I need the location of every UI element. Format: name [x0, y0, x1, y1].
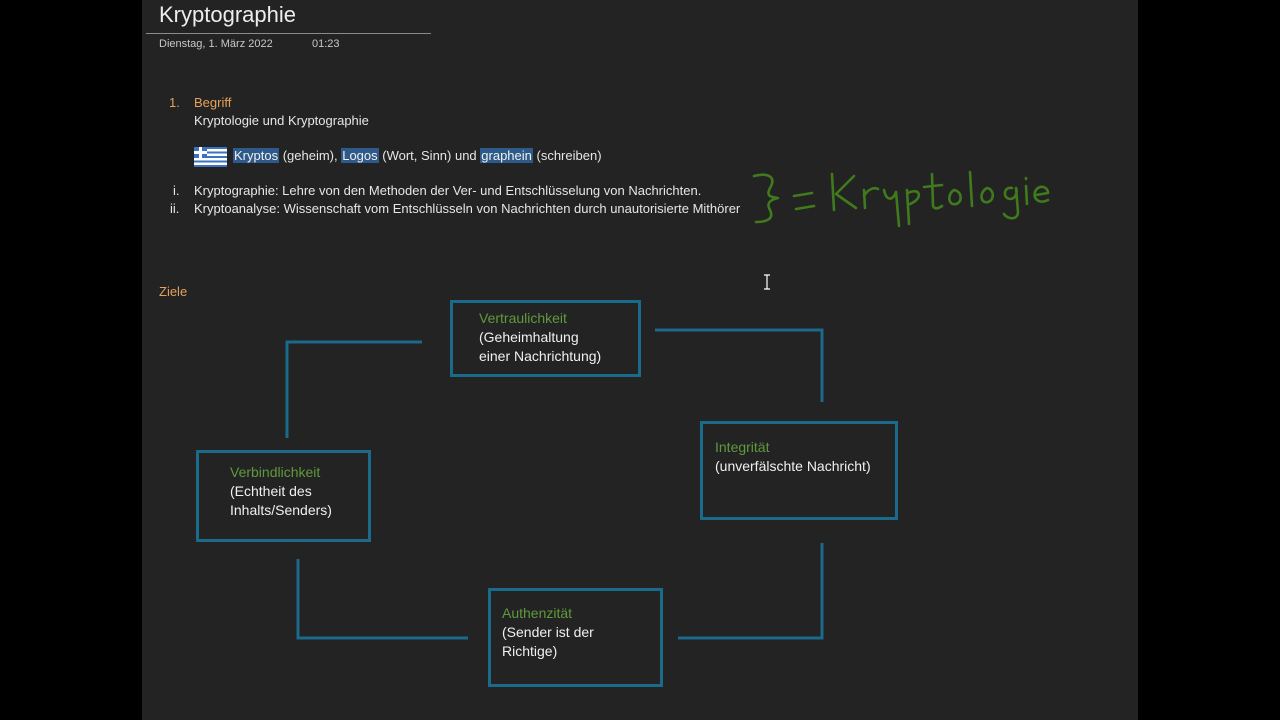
connector-verbindlichkeit-vertraulichkeit: [285, 340, 422, 438]
goal-title: Integrität: [715, 439, 770, 455]
page-time: 01:23: [312, 38, 340, 50]
letter-r-stroke: [862, 186, 880, 210]
goal-box-authenzitaet[interactable]: Authenzität (Sender ist der Richtige): [488, 588, 663, 687]
text-cursor-icon: [764, 274, 770, 290]
letter-y-stroke: [882, 188, 901, 228]
equals-stroke: [792, 191, 816, 211]
page-date: Dienstag, 1. März 2022: [159, 38, 273, 50]
list-item-kryptographie[interactable]: Kryptographie: Lehre von den Methoden de…: [194, 183, 702, 198]
meaning-text: (geheim),: [279, 148, 342, 163]
goal-box-vertraulichkeit[interactable]: Vertraulichkeit (Geheimhaltung einer Nac…: [450, 300, 641, 377]
section-heading-ziele[interactable]: Ziele: [159, 284, 188, 299]
letter-K-stroke: [830, 172, 858, 212]
letter-o2-stroke: [980, 186, 995, 204]
section-heading-begriff[interactable]: Begriff: [194, 95, 232, 110]
greece-flag-icon: [194, 147, 227, 167]
goal-description: einer Nachrichtung): [479, 348, 602, 364]
goal-title: Vertraulichkeit: [479, 310, 567, 326]
meaning-text: (schreiben): [532, 148, 602, 163]
section-subheading[interactable]: Kryptologie und Kryptographie: [194, 113, 369, 128]
meaning-text: (Wort, Sinn) und: [378, 148, 481, 163]
connector-authenzitaet-verbindlichkeit: [296, 559, 468, 640]
goal-description: Inhalts/Senders): [230, 502, 332, 518]
goal-description: Richtige): [502, 643, 558, 659]
page-title[interactable]: Kryptographie: [159, 2, 296, 27]
letter-e-stroke: [1033, 185, 1050, 203]
highlight-graphein: graphein: [480, 148, 533, 163]
goal-description: (Geheimhaltung: [479, 329, 579, 345]
brace-stroke: [752, 173, 780, 224]
list-marker: ii.: [170, 201, 180, 216]
list-number: 1.: [169, 95, 180, 110]
letter-l-stroke: [968, 170, 974, 208]
connector-vertraulichkeit-integritaet: [655, 328, 824, 402]
title-underline: [146, 33, 431, 34]
letter-p-stroke: [905, 188, 921, 226]
goal-title: Verbindlichkeit: [230, 464, 321, 480]
goal-description: (unverfälschte Nachricht): [715, 458, 871, 474]
goal-description: (Sender ist der: [502, 624, 594, 640]
letter-o-stroke: [948, 188, 962, 206]
goal-description: (Echtheit des: [230, 483, 312, 499]
list-marker: i.: [173, 183, 180, 198]
goal-title: Authenzität: [502, 605, 573, 621]
connector-integritaet-authenzitaet: [678, 543, 824, 640]
letter-i-stroke: [1024, 176, 1029, 206]
highlight-logos: Logos: [341, 148, 379, 163]
goal-box-verbindlichkeit[interactable]: Verbindlichkeit (Echtheit des Inhalts/Se…: [196, 450, 371, 542]
cycle-connectors: [285, 328, 824, 640]
note-page[interactable]: Kryptographie Dienstag, 1. März 2022 01:…: [142, 0, 1138, 720]
greek-etymology-line[interactable]: Kryptos (geheim), Logos (Wort, Sinn) und…: [233, 148, 602, 163]
letter-g-stroke: [1002, 186, 1020, 220]
goal-box-integritaet[interactable]: Integrität (unverfälschte Nachricht): [700, 421, 898, 520]
letter-t-stroke: [922, 172, 944, 210]
list-item-kryptoanalyse[interactable]: Kryptoanalyse: Wissenschaft vom Entschlü…: [194, 201, 741, 216]
handwriting-kryptologie[interactable]: [142, 0, 1138, 720]
highlight-kryptos: Kryptos: [233, 148, 280, 163]
